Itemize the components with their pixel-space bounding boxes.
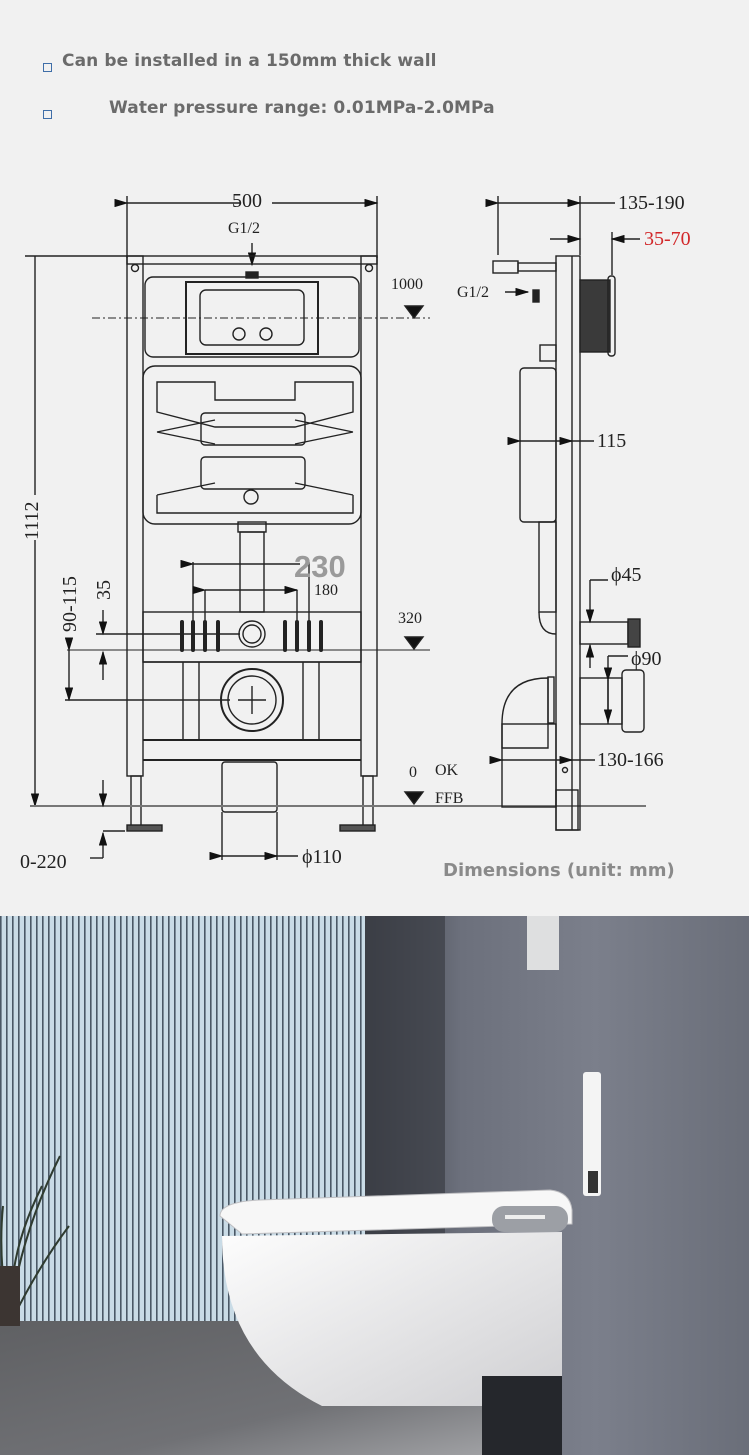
dim-depth-130-166: 130-166 [597, 749, 664, 771]
dim-230: 230 [294, 549, 346, 584]
level-1000: 1000 [391, 276, 423, 293]
dim-drain-110: ϕ110 [302, 846, 342, 868]
level-320: 320 [398, 610, 422, 627]
spec-water-pressure: Water pressure range: 0.01MPa-2.0MPa [109, 98, 495, 118]
floor-zero: 0 [409, 764, 417, 781]
dim-35: 35 [93, 580, 115, 600]
spec-bullet-icon [43, 110, 52, 119]
label-inlet-g12-front: G1/2 [228, 220, 260, 237]
dim-depth-115: 115 [597, 430, 627, 452]
dimensions-caption: Dimensions (unit: mm) [443, 860, 675, 881]
dim-depth-135-190: 135-190 [618, 192, 685, 214]
floor-ok: OK [435, 762, 459, 779]
dim-width-500: 500 [232, 190, 262, 212]
spec-wall-thickness: Can be installed in a 150mm thick wall [62, 51, 437, 71]
dim-180: 180 [314, 582, 338, 599]
dim-depth-35-70: 35-70 [644, 228, 691, 250]
technical-drawing [25, 196, 646, 861]
dim-90-115: 90-115 [59, 576, 81, 632]
product-photo [0, 916, 749, 1455]
floor-ffb: FFB [435, 790, 464, 807]
dim-adjust-0-220: 0-220 [20, 851, 67, 873]
label-inlet-g12-side: G1/2 [457, 284, 489, 301]
spec-bullet-icon [43, 63, 52, 72]
dim-pipe-45: ϕ45 [611, 564, 642, 586]
dim-height-1112: 1112 [21, 501, 43, 540]
dim-pipe-90: ϕ90 [631, 648, 662, 670]
